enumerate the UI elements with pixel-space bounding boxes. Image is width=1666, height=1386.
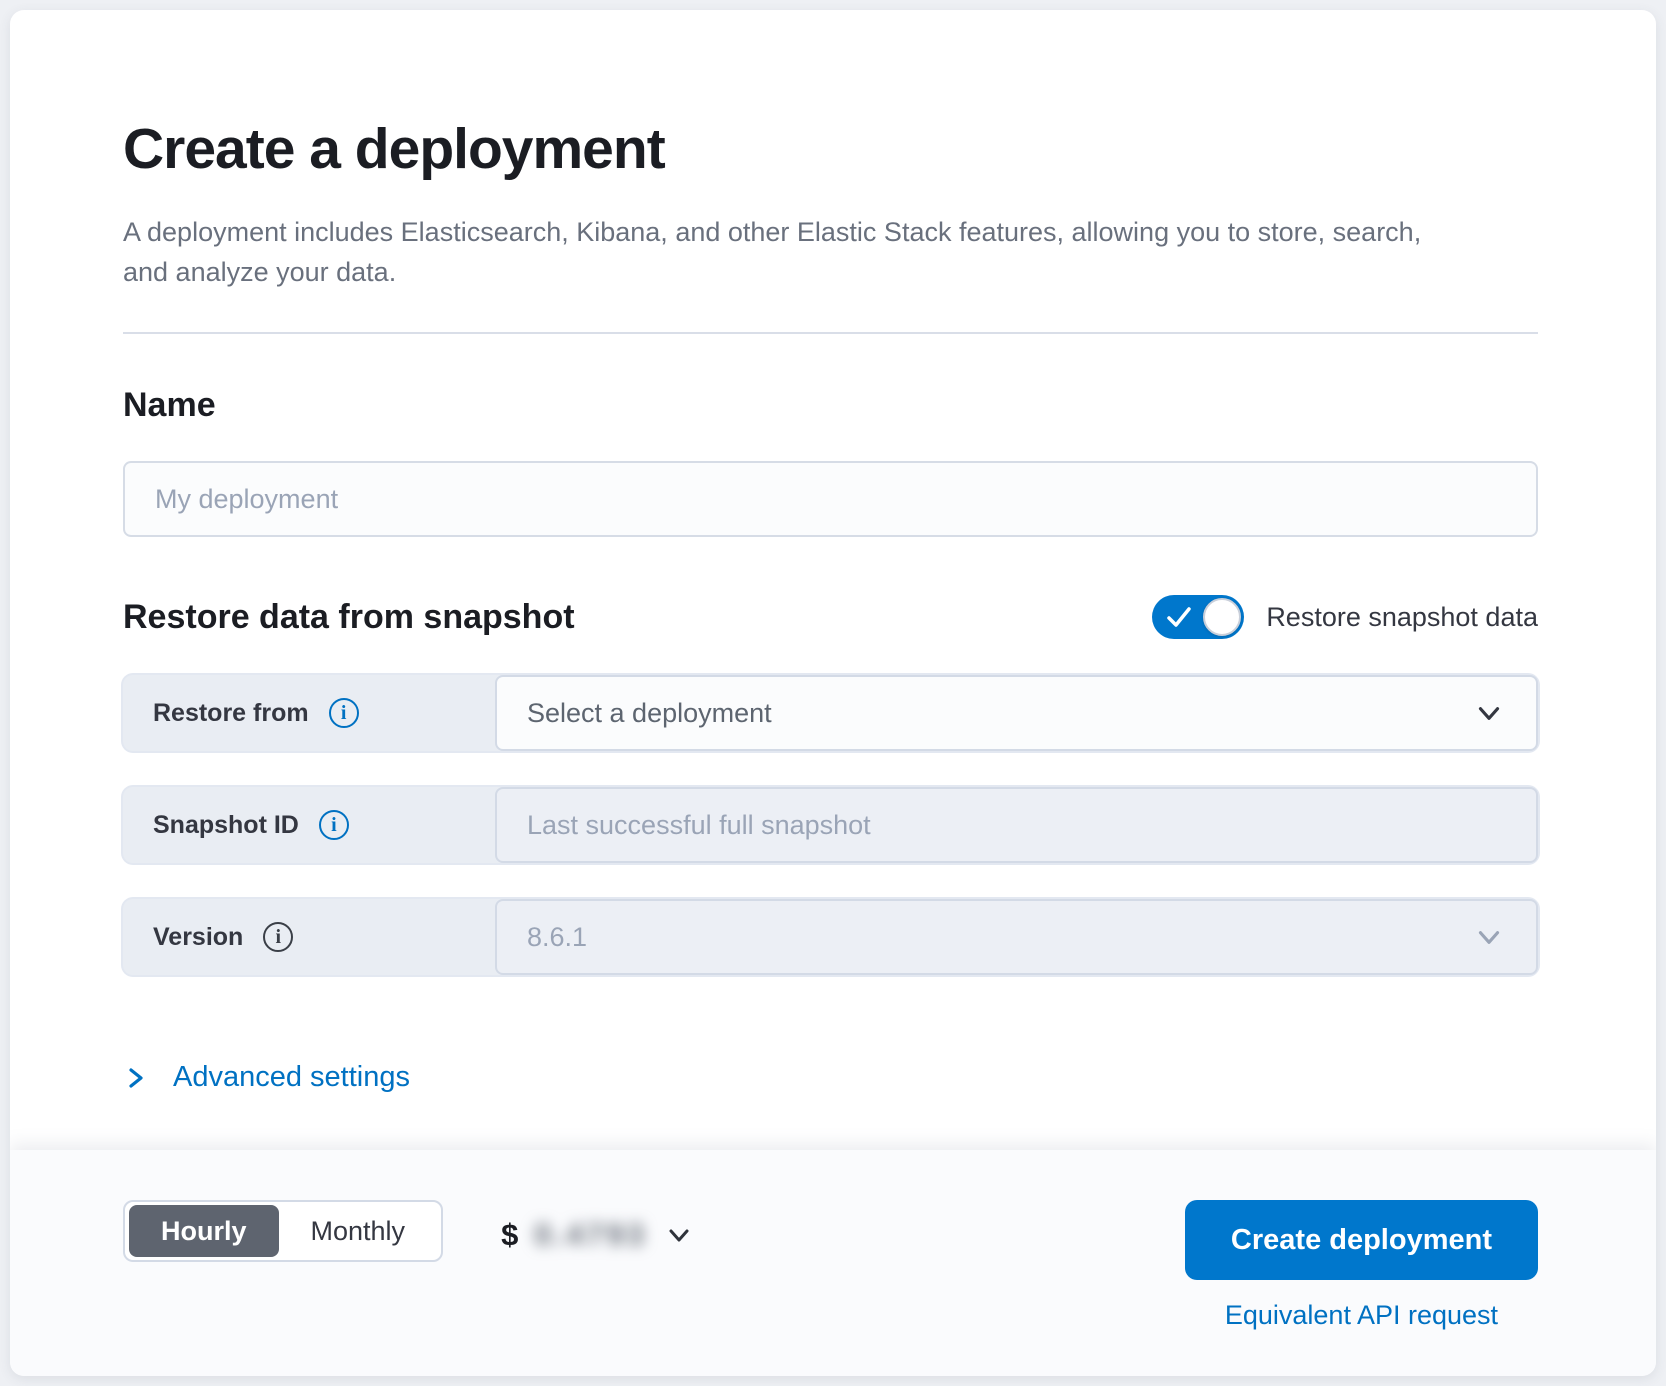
chevron-right-icon [129, 1067, 143, 1088]
chevron-down-icon [1478, 931, 1500, 944]
snapshot-id-row: Snapshot ID i Last successful full snaps… [123, 787, 1538, 863]
billing-cluster: Hourly Monthly $ 0.4793 [123, 1200, 695, 1262]
restore-toggle-group: Restore snapshot data [1152, 595, 1538, 639]
billing-period-toggle: Hourly Monthly [123, 1200, 444, 1262]
restore-from-value: Select a deployment [527, 697, 772, 728]
restore-from-label: Restore from i [123, 675, 495, 751]
snapshot-id-label-text: Snapshot ID [153, 810, 299, 839]
create-deployment-button[interactable]: Create deployment [1184, 1200, 1538, 1280]
advanced-settings-link[interactable]: Advanced settings [123, 1061, 410, 1094]
billing-monthly-button[interactable]: Monthly [279, 1205, 438, 1257]
restore-snapshot-toggle[interactable] [1152, 595, 1245, 639]
price-dropdown[interactable]: $ 0.4793 [501, 1217, 695, 1253]
restore-section-heading: Restore data from snapshot [123, 597, 575, 636]
chevron-down-icon [1478, 707, 1500, 720]
version-row: Version i 8.6.1 [123, 899, 1538, 975]
snapshot-id-input: Last successful full snapshot [495, 787, 1538, 863]
bottom-bar: Hourly Monthly $ 0.4793 Create deploymen… [10, 1150, 1656, 1376]
advanced-settings-label: Advanced settings [173, 1061, 410, 1093]
check-icon [1167, 607, 1192, 627]
version-value: 8.6.1 [527, 921, 588, 952]
main-content: Create a deployment A deployment include… [10, 10, 1656, 1150]
restore-toggle-label: Restore snapshot data [1266, 601, 1538, 632]
currency-symbol: $ [501, 1217, 519, 1252]
info-icon[interactable]: i [263, 922, 294, 952]
chevron-down-icon [669, 1229, 689, 1242]
version-label-text: Version [153, 922, 244, 951]
create-deployment-panel: Create a deployment A deployment include… [10, 10, 1656, 1376]
snapshot-id-placeholder: Last successful full snapshot [527, 809, 871, 840]
info-icon[interactable]: i [318, 810, 349, 840]
price-amount-obscured: 0.4793 [534, 1217, 648, 1252]
page-title: Create a deployment [123, 117, 666, 181]
restore-from-row: Restore from i Select a deployment [123, 675, 1538, 751]
header-divider [123, 332, 1538, 334]
restore-from-select[interactable]: Select a deployment [495, 675, 1538, 751]
equivalent-api-request-link[interactable]: Equivalent API request [1224, 1300, 1499, 1330]
billing-hourly-button[interactable]: Hourly [129, 1205, 279, 1257]
version-select: 8.6.1 [495, 899, 1538, 975]
deployment-name-input[interactable] [123, 461, 1538, 537]
snapshot-id-label: Snapshot ID i [123, 787, 495, 863]
submit-cluster: Create deployment Equivalent API request [1184, 1200, 1538, 1331]
info-icon[interactable]: i [328, 698, 359, 728]
version-label: Version i [123, 899, 495, 975]
toggle-knob [1203, 598, 1242, 636]
page-subtitle: A deployment includes Elasticsearch, Kib… [123, 217, 1422, 287]
restore-section-header: Restore data from snapshot Restore snaps… [123, 595, 1538, 639]
restore-from-label-text: Restore from [153, 698, 309, 727]
name-section-heading: Name [123, 386, 216, 424]
